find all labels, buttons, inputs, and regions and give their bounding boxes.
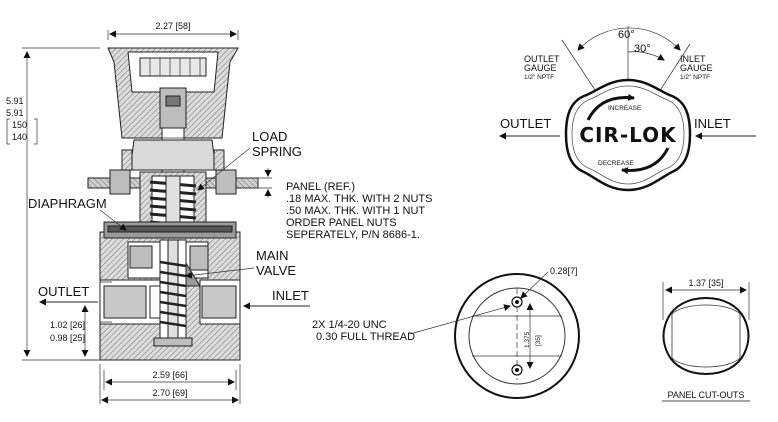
panel-cutout: 1.37 [35] PANEL CUT-OUTS: [662, 278, 750, 402]
label-load: LOAD: [252, 129, 287, 144]
dim-outlet-height-2: 0.98 [25]: [50, 333, 85, 343]
label-part-number: SEPERATELY, P/N 8686-1.: [286, 229, 420, 241]
dim-outlet-height-1: 1.02 [26]: [50, 320, 85, 330]
dim-height-inch-2: 5.91: [6, 108, 24, 118]
label-hole-spacing-inch: 1.375: [524, 331, 531, 348]
dim-height-mm-2: 140: [12, 132, 27, 142]
top-view: 60° 30° OUTLET GAUGE 1/2" NPTF INLET GAU…: [499, 26, 756, 192]
label-angle-30: 30°: [634, 43, 651, 55]
label-inlet-section: INLET: [272, 288, 309, 303]
cutout-shape: [662, 296, 750, 376]
label-valve: VALVE: [256, 263, 296, 278]
label-inlet-gauge-3: 1/2" NPTF: [680, 74, 710, 81]
section-callouts: LOAD SPRING PANEL (REF.) .18 MAX. THK. W…: [28, 129, 433, 310]
label-panel-2-nuts: .18 MAX. THK. WITH 2 NUTS: [286, 193, 433, 205]
section-dimensions: 2.27 [58] 5.91 5.91 150 140 1.02 [26] 0.…: [6, 21, 272, 404]
label-cutout-dim: 1.37 [35]: [688, 278, 723, 288]
label-inlet-gauge-2: GAUGE: [680, 63, 713, 73]
label-outlet-top: OUTLET: [500, 116, 551, 131]
label-order-panel-nuts: ORDER PANEL NUTS: [286, 217, 397, 229]
label-angle-60: 60°: [618, 29, 635, 41]
brand-logo: CIR-LOK: [579, 123, 677, 147]
label-inlet-top: INLET: [694, 116, 731, 131]
label-increase: INCREASE: [608, 105, 642, 112]
label-thread-2: 0.30 FULL THREAD: [316, 331, 415, 343]
dim-width-1: 2.59 [66]: [152, 370, 187, 380]
label-spring: SPRING: [252, 144, 302, 159]
label-outlet-section: OUTLET: [38, 284, 89, 299]
label-outlet-gauge-3: 1/2" NPTF: [524, 74, 554, 81]
label-decrease: DECREASE: [598, 160, 634, 167]
section-view: 2.27 [58] 5.91 5.91 150 140 1.02 [26] 0.…: [6, 21, 433, 404]
label-thread-1: 2X 1/4-20 UNC: [312, 319, 387, 331]
dim-height-mm-1: 150: [12, 120, 27, 130]
label-diaphragm: DIAPHRAGM: [28, 196, 107, 211]
dim-height-inch-1: 5.91: [6, 96, 24, 106]
label-panel-1-nut: .50 MAX. THK. WITH 1 NUT: [286, 205, 425, 217]
bonnet: [121, 139, 225, 171]
label-hole-dim: 0.28[7]: [550, 266, 578, 276]
valve-body: [99, 221, 241, 361]
dim-width-2: 2.70 [69]: [152, 388, 187, 398]
label-main: MAIN: [256, 248, 289, 263]
dim-top-width: 2.27 [58]: [155, 21, 190, 31]
label-outlet-gauge-1: OUTLET: [524, 54, 560, 64]
label-hole-spacing-mm: [35]: [535, 335, 542, 346]
label-panel-cutouts: PANEL CUT-OUTS: [667, 390, 744, 400]
label-outlet-gauge-2: GAUGE: [524, 63, 557, 73]
bottom-view: 0.28[7] 1.375 [35] 2X 1/4-20 UNC 0.30 FU…: [312, 266, 580, 399]
label-panel-ref: PANEL (REF.): [286, 181, 355, 193]
label-inlet-gauge-1: INLET: [680, 54, 706, 64]
